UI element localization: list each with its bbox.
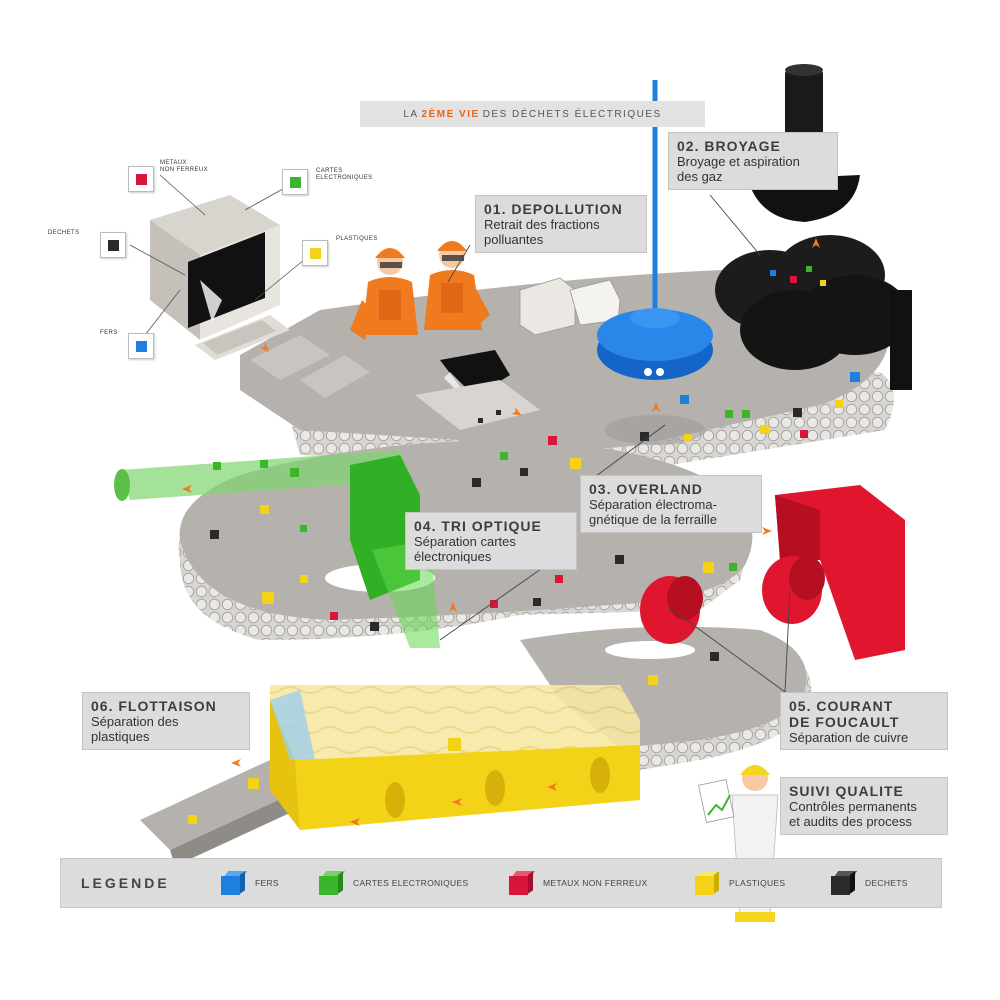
plastiques-label: PLASTIQUES	[336, 236, 378, 242]
material-cubes	[188, 266, 860, 824]
hopper	[415, 350, 540, 430]
step-overland-label: 03. OVERLAND Séparation électroma- gnéti…	[580, 475, 762, 533]
cube-icon	[221, 871, 248, 895]
step-title: 02. BROYAGE	[677, 138, 781, 154]
dechets-cube-icon	[100, 232, 126, 258]
legend-label: CARTES ELECTRONIQUES	[353, 878, 469, 888]
legend-label: PLASTIQUES	[729, 878, 786, 888]
step-desc-line1: Séparation des	[91, 714, 179, 729]
dechets-label: DECHETS	[48, 230, 80, 236]
cartes-label: CARTES ELECTRONIQUES	[316, 168, 373, 182]
title-prefix: LA	[403, 108, 419, 120]
cube-icon	[319, 871, 346, 895]
metaux-cube-icon	[128, 166, 154, 192]
step-title: 03. OVERLAND	[589, 481, 703, 497]
legend: LEGENDE FERS CARTES ELECTRONIQUES METAUX…	[60, 858, 942, 908]
step-title: 01. DEPOLLUTION	[484, 201, 623, 217]
step-desc-line2: polluantes	[484, 232, 544, 247]
step-desc-line2: des gaz	[677, 169, 723, 184]
fers-cube-icon	[128, 333, 154, 359]
worker-figure	[424, 241, 490, 330]
metaux-label-line2: NON FERREUX	[160, 167, 209, 173]
flotation-tank	[270, 685, 640, 830]
step-desc-line1: Retrait des fractions	[484, 217, 600, 232]
legend-title: LEGENDE	[81, 875, 170, 891]
step-foucault-label: 05. COURANT DE FOUCAULT Séparation de cu…	[780, 692, 948, 750]
computer-illustration	[129, 174, 311, 360]
quality-desc-line1: Contrôles permanents	[789, 799, 917, 814]
step-flottaison-label: 06. FLOTTAISON Séparation des plastiques	[82, 692, 250, 750]
cartes-label-line2: ELECTRONIQUES	[316, 175, 373, 181]
step-desc-line2: électroniques	[414, 549, 492, 564]
step-desc-line1: Séparation de cuivre	[789, 730, 909, 745]
step-desc-line2: gnétique de la ferraille	[589, 512, 717, 527]
legend-item-metaux: METAUX NON FERREUX	[509, 870, 647, 896]
cartes-cube-icon	[282, 169, 308, 195]
legend-label: FERS	[255, 878, 279, 888]
step-title-line2: DE FOUCAULT	[789, 714, 900, 730]
step-title-line1: 05. COURANT	[789, 698, 894, 714]
legend-item-fers: FERS	[221, 870, 279, 896]
cartes-label-line1: CARTES	[316, 168, 343, 174]
cube-icon	[831, 871, 858, 895]
quality-label: SUIVI QUALITE Contrôles permanents et au…	[780, 777, 948, 835]
title-accent: 2ÈME VIE	[421, 108, 480, 120]
worker-figure	[350, 248, 418, 340]
cube-icon	[509, 871, 536, 895]
quality-desc-line2: et audits des process	[789, 814, 912, 829]
step-broyage-label: 02. BROYAGE Broyage et aspiration des ga…	[668, 132, 838, 190]
legend-label: METAUX NON FERREUX	[543, 878, 648, 888]
cube-icon	[695, 871, 722, 895]
legend-item-dechets: DECHETS	[831, 870, 908, 896]
step-depollution-label: 01. DEPOLLUTION Retrait des fractions po…	[475, 195, 647, 253]
legend-item-plastiques: PLASTIQUES	[695, 870, 785, 896]
fers-label: FERS	[100, 330, 118, 336]
page-title: LA 2ÈME VIE DES DÉCHETS ÉLECTRIQUES	[360, 101, 705, 127]
title-suffix: DES DÉCHETS ÉLECTRIQUES	[482, 108, 662, 120]
step-desc-line2: plastiques	[91, 729, 150, 744]
sorting-station	[519, 277, 621, 336]
step-desc-line1: Séparation cartes	[414, 534, 516, 549]
step-title: 06. FLOTTAISON	[91, 698, 217, 714]
step-tri-optique-label: 04. TRI OPTIQUE Séparation cartes électr…	[405, 512, 577, 570]
step-desc-line1: Broyage et aspiration	[677, 154, 800, 169]
plastiques-cube-icon	[302, 240, 328, 266]
legend-label: DECHETS	[865, 878, 908, 888]
metaux-label-line1: METAUX	[160, 160, 187, 166]
step-desc-line1: Séparation électroma-	[589, 497, 717, 512]
shredder-rollers	[715, 64, 912, 390]
eddy-current-rollers	[640, 485, 905, 660]
legend-item-cartes: CARTES ELECTRONIQUES	[319, 870, 468, 896]
step-title: 04. TRI OPTIQUE	[414, 518, 542, 534]
quality-title: SUIVI QUALITE	[789, 783, 904, 799]
metaux-label: METAUX NON FERREUX	[160, 160, 208, 174]
